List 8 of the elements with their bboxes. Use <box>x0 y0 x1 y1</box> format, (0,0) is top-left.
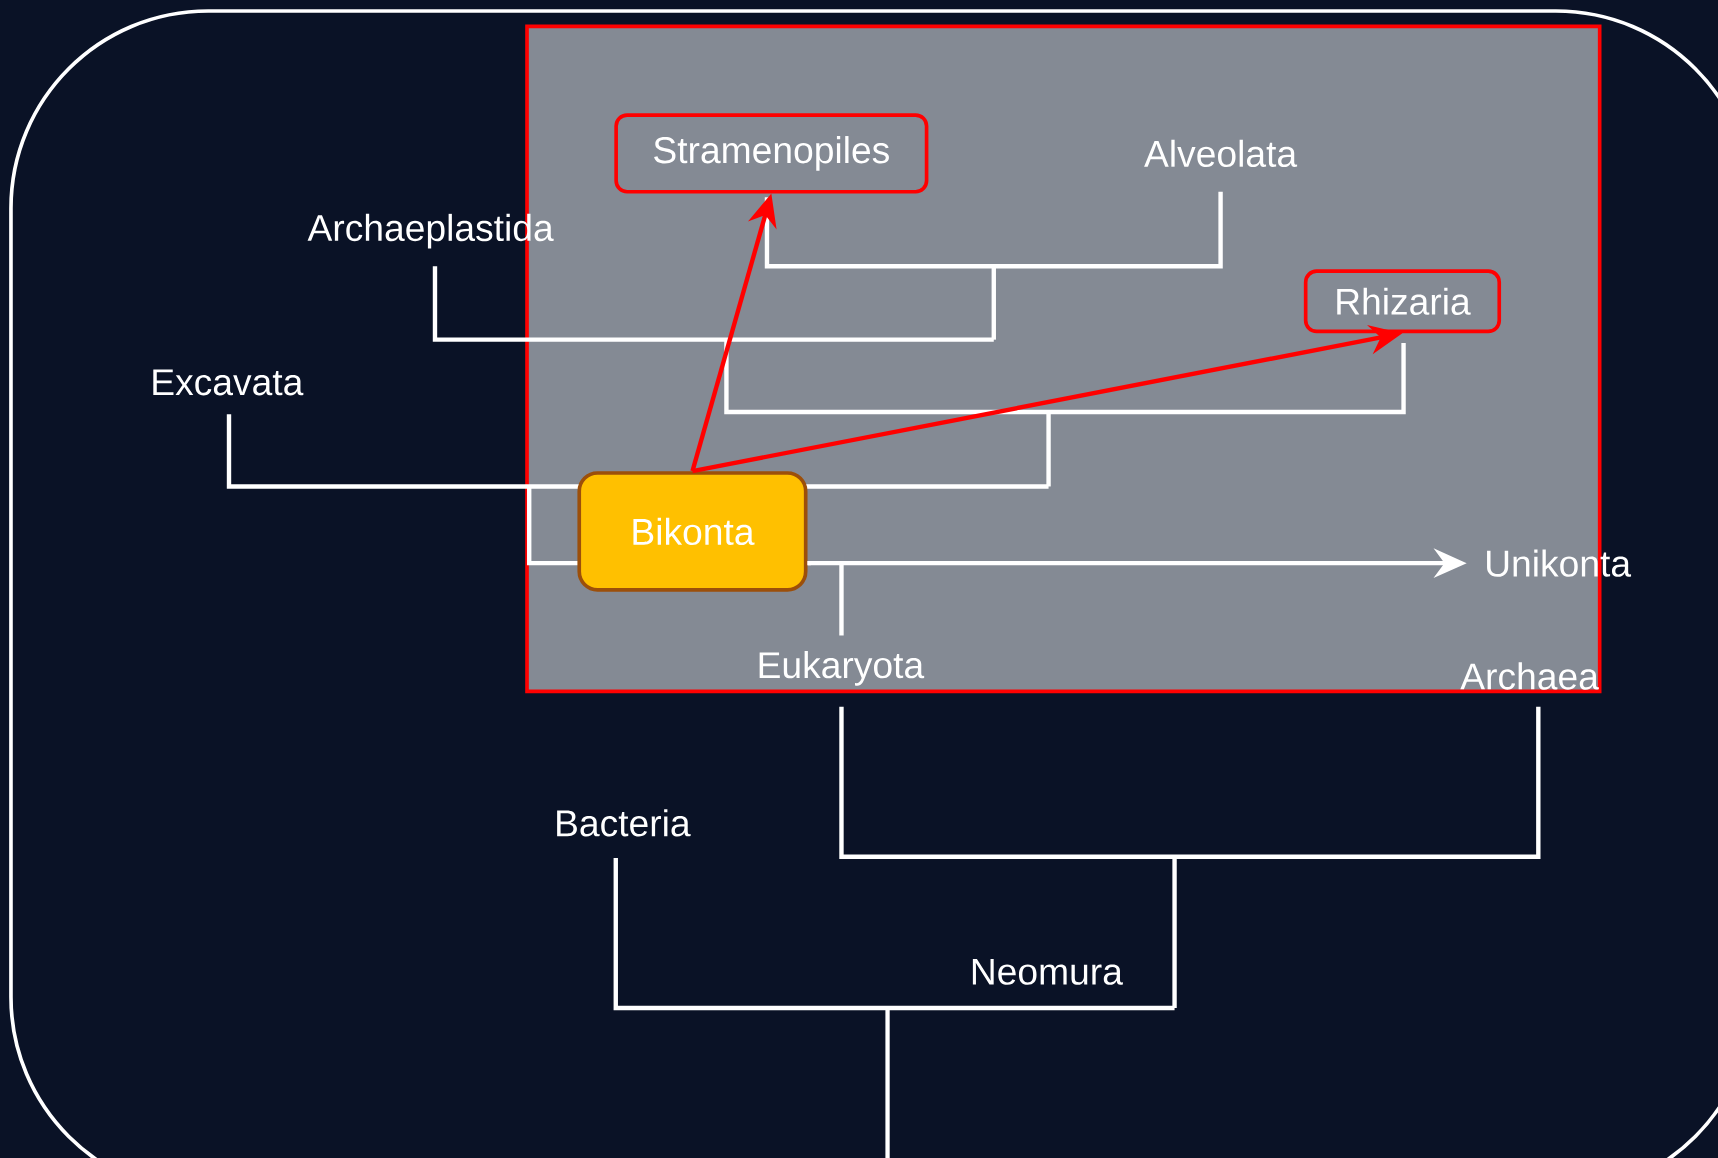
taxon-label: Neomura <box>972 958 1123 985</box>
taxon-label: Eukaryota <box>759 650 925 686</box>
taxon-label: Bacteria <box>557 809 691 837</box>
taxon-label: Alveolata <box>1144 139 1298 167</box>
clade-box: Stramenopiles <box>614 113 929 194</box>
clade-box: Bikonta <box>577 471 808 592</box>
taxon-label: Excavata <box>153 369 304 396</box>
clade-box: Rhizaria <box>1303 269 1502 334</box>
